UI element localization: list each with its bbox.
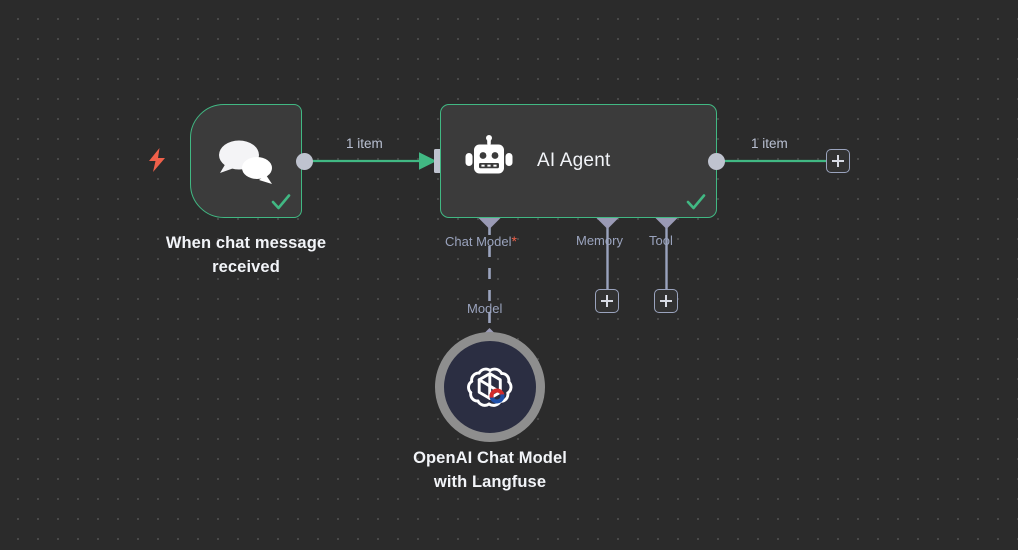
add-tool-button[interactable] [654, 289, 678, 313]
lightning-bolt-icon [149, 148, 165, 172]
node-title-ai-agent: AI Agent [537, 150, 611, 171]
required-asterisk-icon: * [511, 233, 517, 249]
chat-bubbles-icon [219, 140, 272, 184]
agent-input-port[interactable] [434, 149, 443, 173]
port-label-chat-model: Chat Model* [445, 233, 517, 249]
port-label-tool: Tool [649, 233, 673, 248]
port-label-chat-model-text: Chat Model [445, 234, 512, 249]
node-openai-chat-model-with-langfuse[interactable] [435, 332, 545, 442]
node-when-chat-message-received[interactable] [190, 104, 302, 218]
edge-label-agent-to-add: 1 item [751, 136, 788, 151]
port-label-model: Model [467, 301, 503, 316]
add-node-output-button[interactable] [826, 149, 850, 173]
status-check-icon [686, 194, 706, 210]
robot-icon [465, 135, 513, 174]
node-label-trigger: When chat message received [165, 234, 327, 276]
status-check-icon [271, 194, 291, 210]
node-ai-agent[interactable]: AI Agent [440, 104, 717, 218]
agent-output-port[interactable] [708, 153, 725, 170]
langfuse-magnet-icon [489, 388, 505, 404]
edge-label-trigger-to-agent: 1 item [346, 136, 383, 151]
port-label-memory: Memory [576, 233, 623, 248]
openai-logo-icon [467, 367, 513, 407]
trigger-output-port[interactable] [296, 153, 313, 170]
node-label-openai-chat-model: OpenAI Chat Model with Langfuse [413, 449, 567, 491]
add-memory-button[interactable] [595, 289, 619, 313]
